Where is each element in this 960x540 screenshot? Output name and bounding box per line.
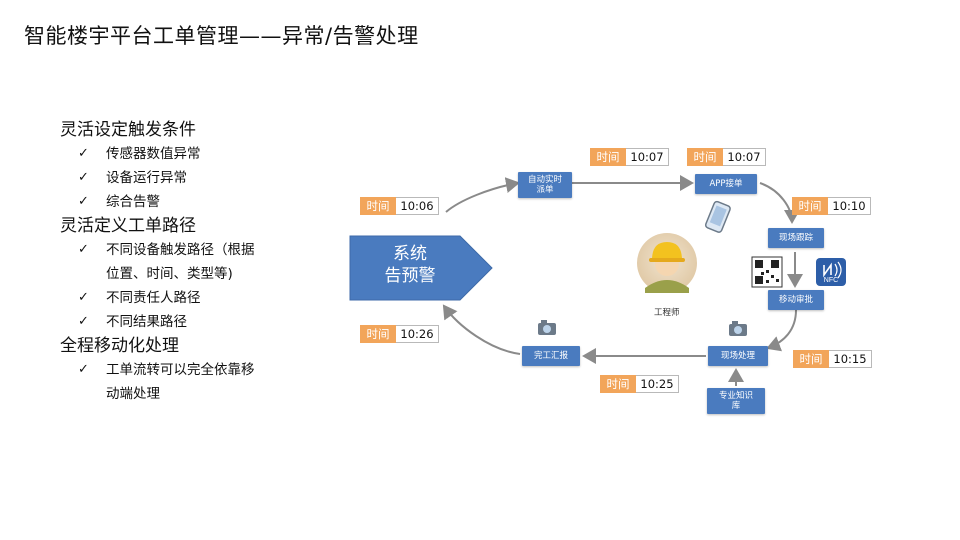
arrow-alarm-to-dispatch [445, 177, 520, 213]
time-label: 时间 [687, 148, 723, 166]
box-site-handle: 现场处理 [708, 346, 768, 366]
diagram-graphics: NFC [349, 175, 846, 386]
page-title: 智能楼宇平台工单管理——异常/告警处理 [24, 24, 419, 48]
phone-icon [704, 200, 731, 233]
time-label: 时间 [360, 197, 396, 215]
section-title-mobile: 全程移动化处理 [60, 336, 179, 356]
time-tag: 时间 10:26 [360, 325, 439, 343]
workflow-diagram: NFC 系统 告预警 自动实时 派单 APP接单 现场跟踪 移动审批 现 [340, 130, 900, 430]
camera-icon [729, 321, 747, 336]
box-auto-dispatch: 自动实时 派单 [518, 172, 572, 198]
nfc-label: NFC [824, 277, 838, 284]
time-tag: 时间 10:06 [360, 197, 439, 215]
list-item: ✓不同设备触发路径（根据位置、时间、类型等) [60, 238, 320, 286]
time-value: 10:06 [396, 197, 439, 215]
check-icon: ✓ [78, 362, 89, 377]
arrow-app-to-track [759, 182, 800, 224]
time-value: 10:25 [636, 375, 679, 393]
list-item: ✓工单流转可以完全依靠移动端处理 [60, 358, 320, 406]
alarm-label: 系统 告预警 [384, 244, 436, 286]
time-value: 10:26 [396, 325, 439, 343]
check-icon: ✓ [78, 146, 89, 161]
engineer-label: 工程师 [654, 308, 680, 318]
time-tag: 时间 10:10 [792, 197, 871, 215]
check-icon: ✓ [78, 242, 89, 257]
list-item: ✓综合告警 [60, 190, 320, 214]
time-label: 时间 [600, 375, 636, 393]
time-label: 时间 [793, 350, 829, 368]
arrow-approve-to-handle [766, 309, 797, 352]
time-value: 10:07 [626, 148, 669, 166]
box-app-accept: APP接单 [695, 174, 757, 194]
check-icon: ✓ [78, 194, 89, 209]
time-value: 10:10 [828, 197, 871, 215]
check-icon: ✓ [78, 314, 89, 329]
time-value: 10:07 [723, 148, 766, 166]
time-tag: 时间 10:07 [687, 148, 766, 166]
time-label: 时间 [590, 148, 626, 166]
list-item: ✓传感器数值异常 [60, 142, 320, 166]
nfc-icon: NFC [816, 258, 846, 286]
list-item: ✓不同责任人路径 [60, 286, 320, 310]
engineer-avatar [637, 233, 697, 293]
check-icon: ✓ [78, 290, 89, 305]
time-value: 10:15 [829, 350, 872, 368]
box-mobile-approve: 移动审批 [768, 290, 824, 310]
box-knowledge-base: 专业知识 库 [707, 388, 765, 414]
feature-list: 灵活设定触发条件 ✓传感器数值异常 ✓设备运行异常 ✓综合告警 灵活定义工单路径… [60, 118, 320, 406]
section-title-path: 灵活定义工单路径 [60, 216, 196, 236]
box-complete-report: 完工汇报 [522, 346, 580, 366]
time-tag: 时间 10:25 [600, 375, 679, 393]
camera-icon [538, 320, 556, 335]
qr-code-icon [751, 256, 783, 288]
time-label: 时间 [792, 197, 828, 215]
section-title-trigger: 灵活设定触发条件 [60, 120, 196, 140]
time-label: 时间 [360, 325, 396, 343]
time-tag: 时间 10:07 [590, 148, 669, 166]
check-icon: ✓ [78, 170, 89, 185]
box-site-track: 现场跟踪 [768, 228, 824, 248]
time-tag: 时间 10:15 [793, 350, 872, 368]
list-item: ✓设备运行异常 [60, 166, 320, 190]
alarm-arrow-shape [349, 235, 493, 301]
arrow-report-to-alarm [442, 304, 521, 355]
list-item: ✓不同结果路径 [60, 310, 320, 334]
